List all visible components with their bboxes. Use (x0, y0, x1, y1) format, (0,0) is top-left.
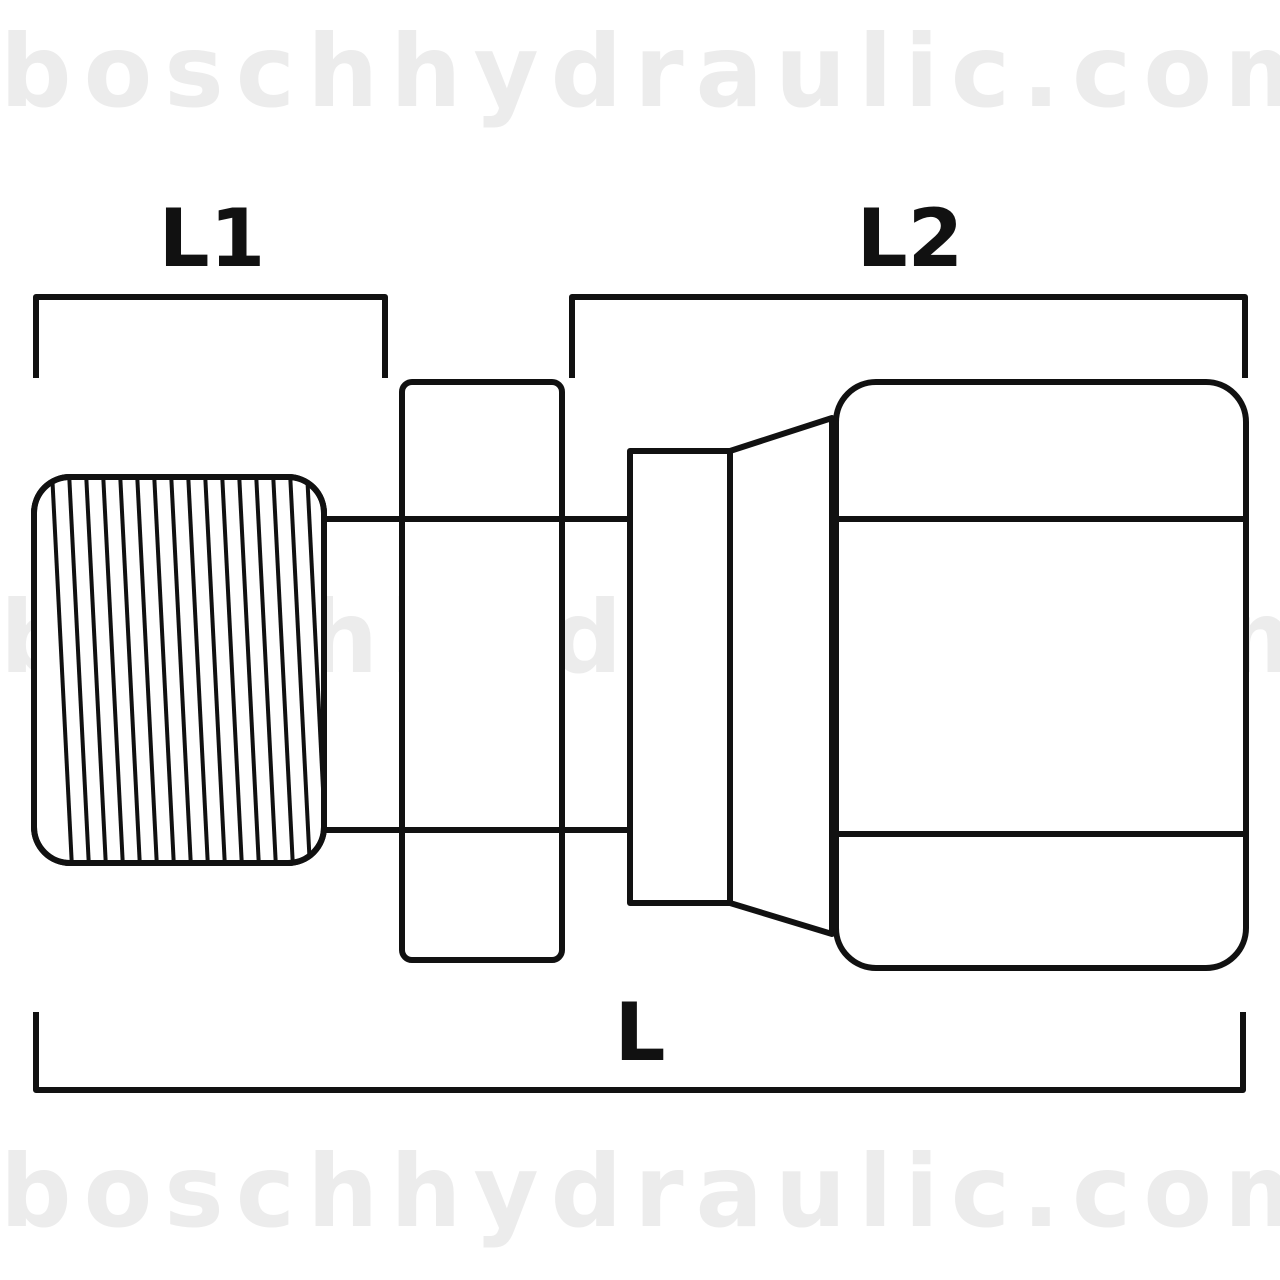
dimension-bracket-l2 (569, 294, 1248, 378)
thread-line (84, 477, 108, 863)
swivel-nut (833, 379, 1249, 971)
dimension-bracket-l (33, 1012, 1246, 1093)
thread-line (288, 477, 312, 863)
thread-line (135, 477, 159, 863)
thread-line (186, 477, 210, 863)
thread-line (271, 477, 295, 863)
thread-line (152, 477, 176, 863)
thread-line (118, 477, 142, 863)
thread-line (220, 477, 244, 863)
thread-line (67, 477, 91, 863)
thread-line (101, 477, 125, 863)
thread-lines (50, 477, 324, 863)
watermark-top: boschhydraulic.com (0, 13, 1280, 130)
ferrule-collar (627, 448, 733, 906)
hex-nut (399, 379, 565, 963)
dimension-label-l: L (615, 986, 666, 1079)
thread-line (50, 477, 74, 863)
dimension-label-l2: L2 (857, 192, 964, 285)
dimension-bracket-l1 (33, 294, 388, 378)
dimension-label-l1: L1 (159, 192, 266, 285)
male-thread-end (31, 474, 327, 866)
thread-line (169, 477, 193, 863)
thread-line (237, 477, 261, 863)
thread-line (254, 477, 278, 863)
watermark-bottom: boschhydraulic.com (0, 1133, 1280, 1250)
thread-line (203, 477, 227, 863)
taper-cone (727, 415, 835, 937)
